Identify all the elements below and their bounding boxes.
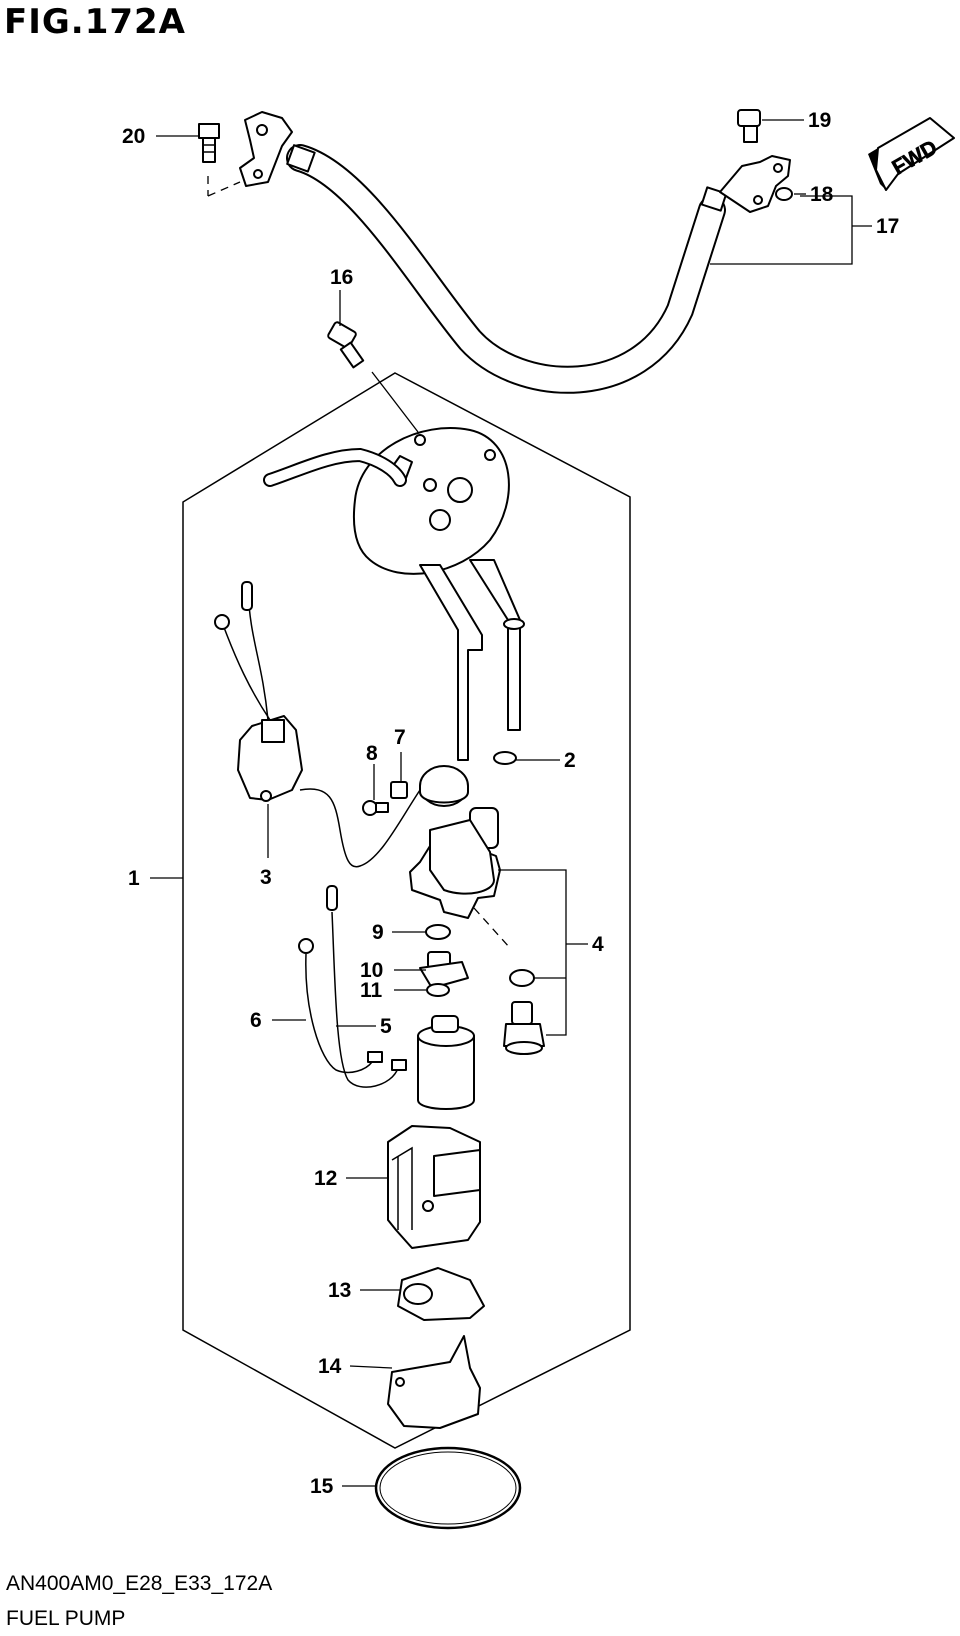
- nut-7: [390, 781, 408, 799]
- fuel-hose: [286, 144, 728, 394]
- callout-4: 4: [498, 869, 604, 1036]
- callout-8: 8: [366, 742, 378, 800]
- callout-11: 11: [360, 979, 426, 1002]
- fwd-arrow-icon: FWD: [868, 117, 955, 191]
- callout-7-label: 7: [394, 726, 406, 749]
- pump-flange: [263, 427, 510, 575]
- callout-9: 9: [372, 921, 426, 944]
- callout-12: 12: [314, 1167, 388, 1190]
- o-ring-18: [775, 187, 793, 201]
- wire-lead-5: [326, 885, 407, 1088]
- bolt-20: [198, 123, 220, 163]
- regulator-seal: [509, 969, 535, 987]
- callout-20: 20: [122, 125, 198, 148]
- diagram-caption: FUEL PUMP: [6, 1607, 126, 1630]
- diagram-code: AN400AM0_E28_E33_172A: [6, 1572, 273, 1595]
- callout-16-label: 16: [330, 266, 353, 289]
- hose-fitting-right: [719, 155, 791, 213]
- regulator-housing-4: [409, 807, 511, 949]
- callout-15-label: 15: [310, 1475, 334, 1498]
- callout-17: 17: [710, 195, 899, 265]
- callout-8-label: 8: [366, 742, 378, 765]
- hose-bracket-left: [239, 111, 293, 187]
- callout-13: 13: [328, 1279, 400, 1302]
- bolt-8: [362, 800, 389, 816]
- callout-2: 2: [516, 749, 576, 772]
- washer-2: [493, 751, 517, 765]
- callout-18-label: 18: [810, 183, 834, 206]
- callout-19: 19: [762, 109, 831, 132]
- filter-cap-13: [397, 1267, 485, 1321]
- assembly-outline: [182, 372, 631, 1449]
- callout-2-label: 2: [564, 749, 576, 772]
- callout-19-label: 19: [808, 109, 831, 132]
- bolt-19: [737, 109, 761, 143]
- callout-6-label: 6: [250, 1009, 262, 1032]
- callout-14: 14: [318, 1355, 393, 1378]
- callout-5-label: 5: [380, 1015, 392, 1038]
- filter-tray-14: [387, 1335, 481, 1429]
- figure-title: FIG.172A: [4, 2, 186, 42]
- callout-10: 10: [360, 959, 426, 982]
- callout-18: 18: [794, 183, 834, 206]
- regulator-valve: [503, 1001, 545, 1055]
- leader-20-dash-2: [207, 181, 241, 197]
- callout-15: 15: [310, 1475, 376, 1498]
- callout-4-label: 4: [592, 933, 604, 956]
- callout-5: 5: [336, 1015, 392, 1038]
- callout-20-label: 20: [122, 125, 145, 148]
- callout-11-label: 11: [360, 979, 383, 1002]
- callout-3-label: 3: [260, 866, 272, 889]
- callout-9-label: 9: [372, 921, 384, 944]
- bolt-16: [327, 321, 365, 369]
- callout-12-label: 12: [314, 1167, 337, 1190]
- callout-3: 3: [260, 804, 272, 889]
- callout-14-label: 14: [318, 1355, 342, 1378]
- wire-harness-3: [214, 581, 421, 868]
- gasket-15: [374, 1446, 522, 1530]
- pump-holder-12: [387, 1125, 481, 1249]
- callout-7: 7: [394, 726, 406, 782]
- callout-1: 1: [128, 867, 183, 890]
- o-ring-9: [425, 924, 451, 940]
- check-valve-10: [419, 951, 469, 989]
- callout-6: 6: [250, 1009, 306, 1032]
- callout-13-label: 13: [328, 1279, 351, 1302]
- float-cylinder: [419, 765, 469, 807]
- wire-lead-6: [298, 938, 383, 1074]
- flange-rods: [419, 559, 525, 761]
- bolt-16-guide: [371, 371, 419, 433]
- o-ring-11: [426, 983, 450, 997]
- callout-10-label: 10: [360, 959, 383, 982]
- callout-17-label: 17: [876, 215, 899, 238]
- callout-1-label: 1: [128, 867, 140, 890]
- fuel-pump-motor: [417, 1015, 475, 1110]
- callout-16: 16: [330, 266, 353, 326]
